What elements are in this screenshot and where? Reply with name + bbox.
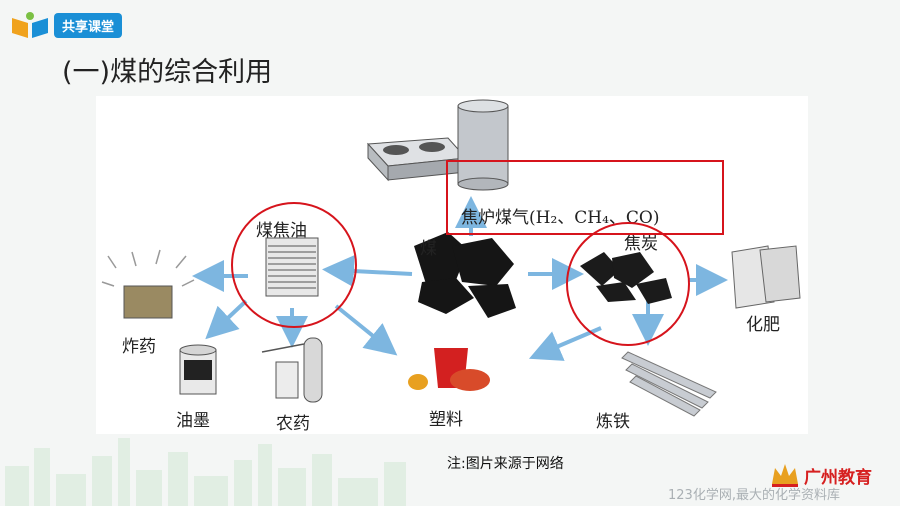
skyline-decoration [5,438,406,506]
highlight-circle-coal-tar [231,202,357,328]
crown-icon [772,464,798,487]
coal-lumps [414,232,516,318]
gas-stove-illustration [366,137,468,182]
brand-text: 广州教育 [804,467,872,488]
label-plastic: 塑料 [429,410,463,430]
coal-utilization-figure: 煤焦油 煤 焦炉煤气(H₂、CH₄、CO) 焦炭 炸药 油墨 农药 塑料 化肥 … [96,96,808,434]
plastic-products-illustration [408,348,490,391]
pesticide-sprayer-illustration [261,337,323,403]
label-coal: 煤 [420,239,437,259]
ink-bucket-illustration [179,344,217,395]
iron-rails-illustration [621,351,717,417]
label-explosive: 炸药 [122,337,156,357]
label-pesticide: 农药 [276,414,310,434]
label-ink: 油墨 [176,411,210,431]
image-source-note: 注:图片来源于网络 [447,456,564,472]
label-ironmaking: 炼铁 [596,412,630,432]
book-logo-icon [12,12,48,38]
explosive-illustration [101,249,195,319]
app-logo: 共享课堂 [10,10,123,40]
gas-tank-illustration [457,99,509,191]
brand-logo: 广州教育 [770,462,872,488]
fertilizer-bags [731,245,801,309]
label-fertilizer: 化肥 [746,315,780,335]
label-coke-gas: 焦炉煤气(H₂、CH₄、CO) [461,208,660,228]
highlight-box-coke-gas [446,160,724,235]
watermark: 123化学网,最大的化学资料库 [668,488,840,503]
logo-badge: 共享课堂 [54,12,123,38]
highlight-circle-coke [566,222,690,346]
page-title: (一)煤的综合利用 [62,57,273,88]
